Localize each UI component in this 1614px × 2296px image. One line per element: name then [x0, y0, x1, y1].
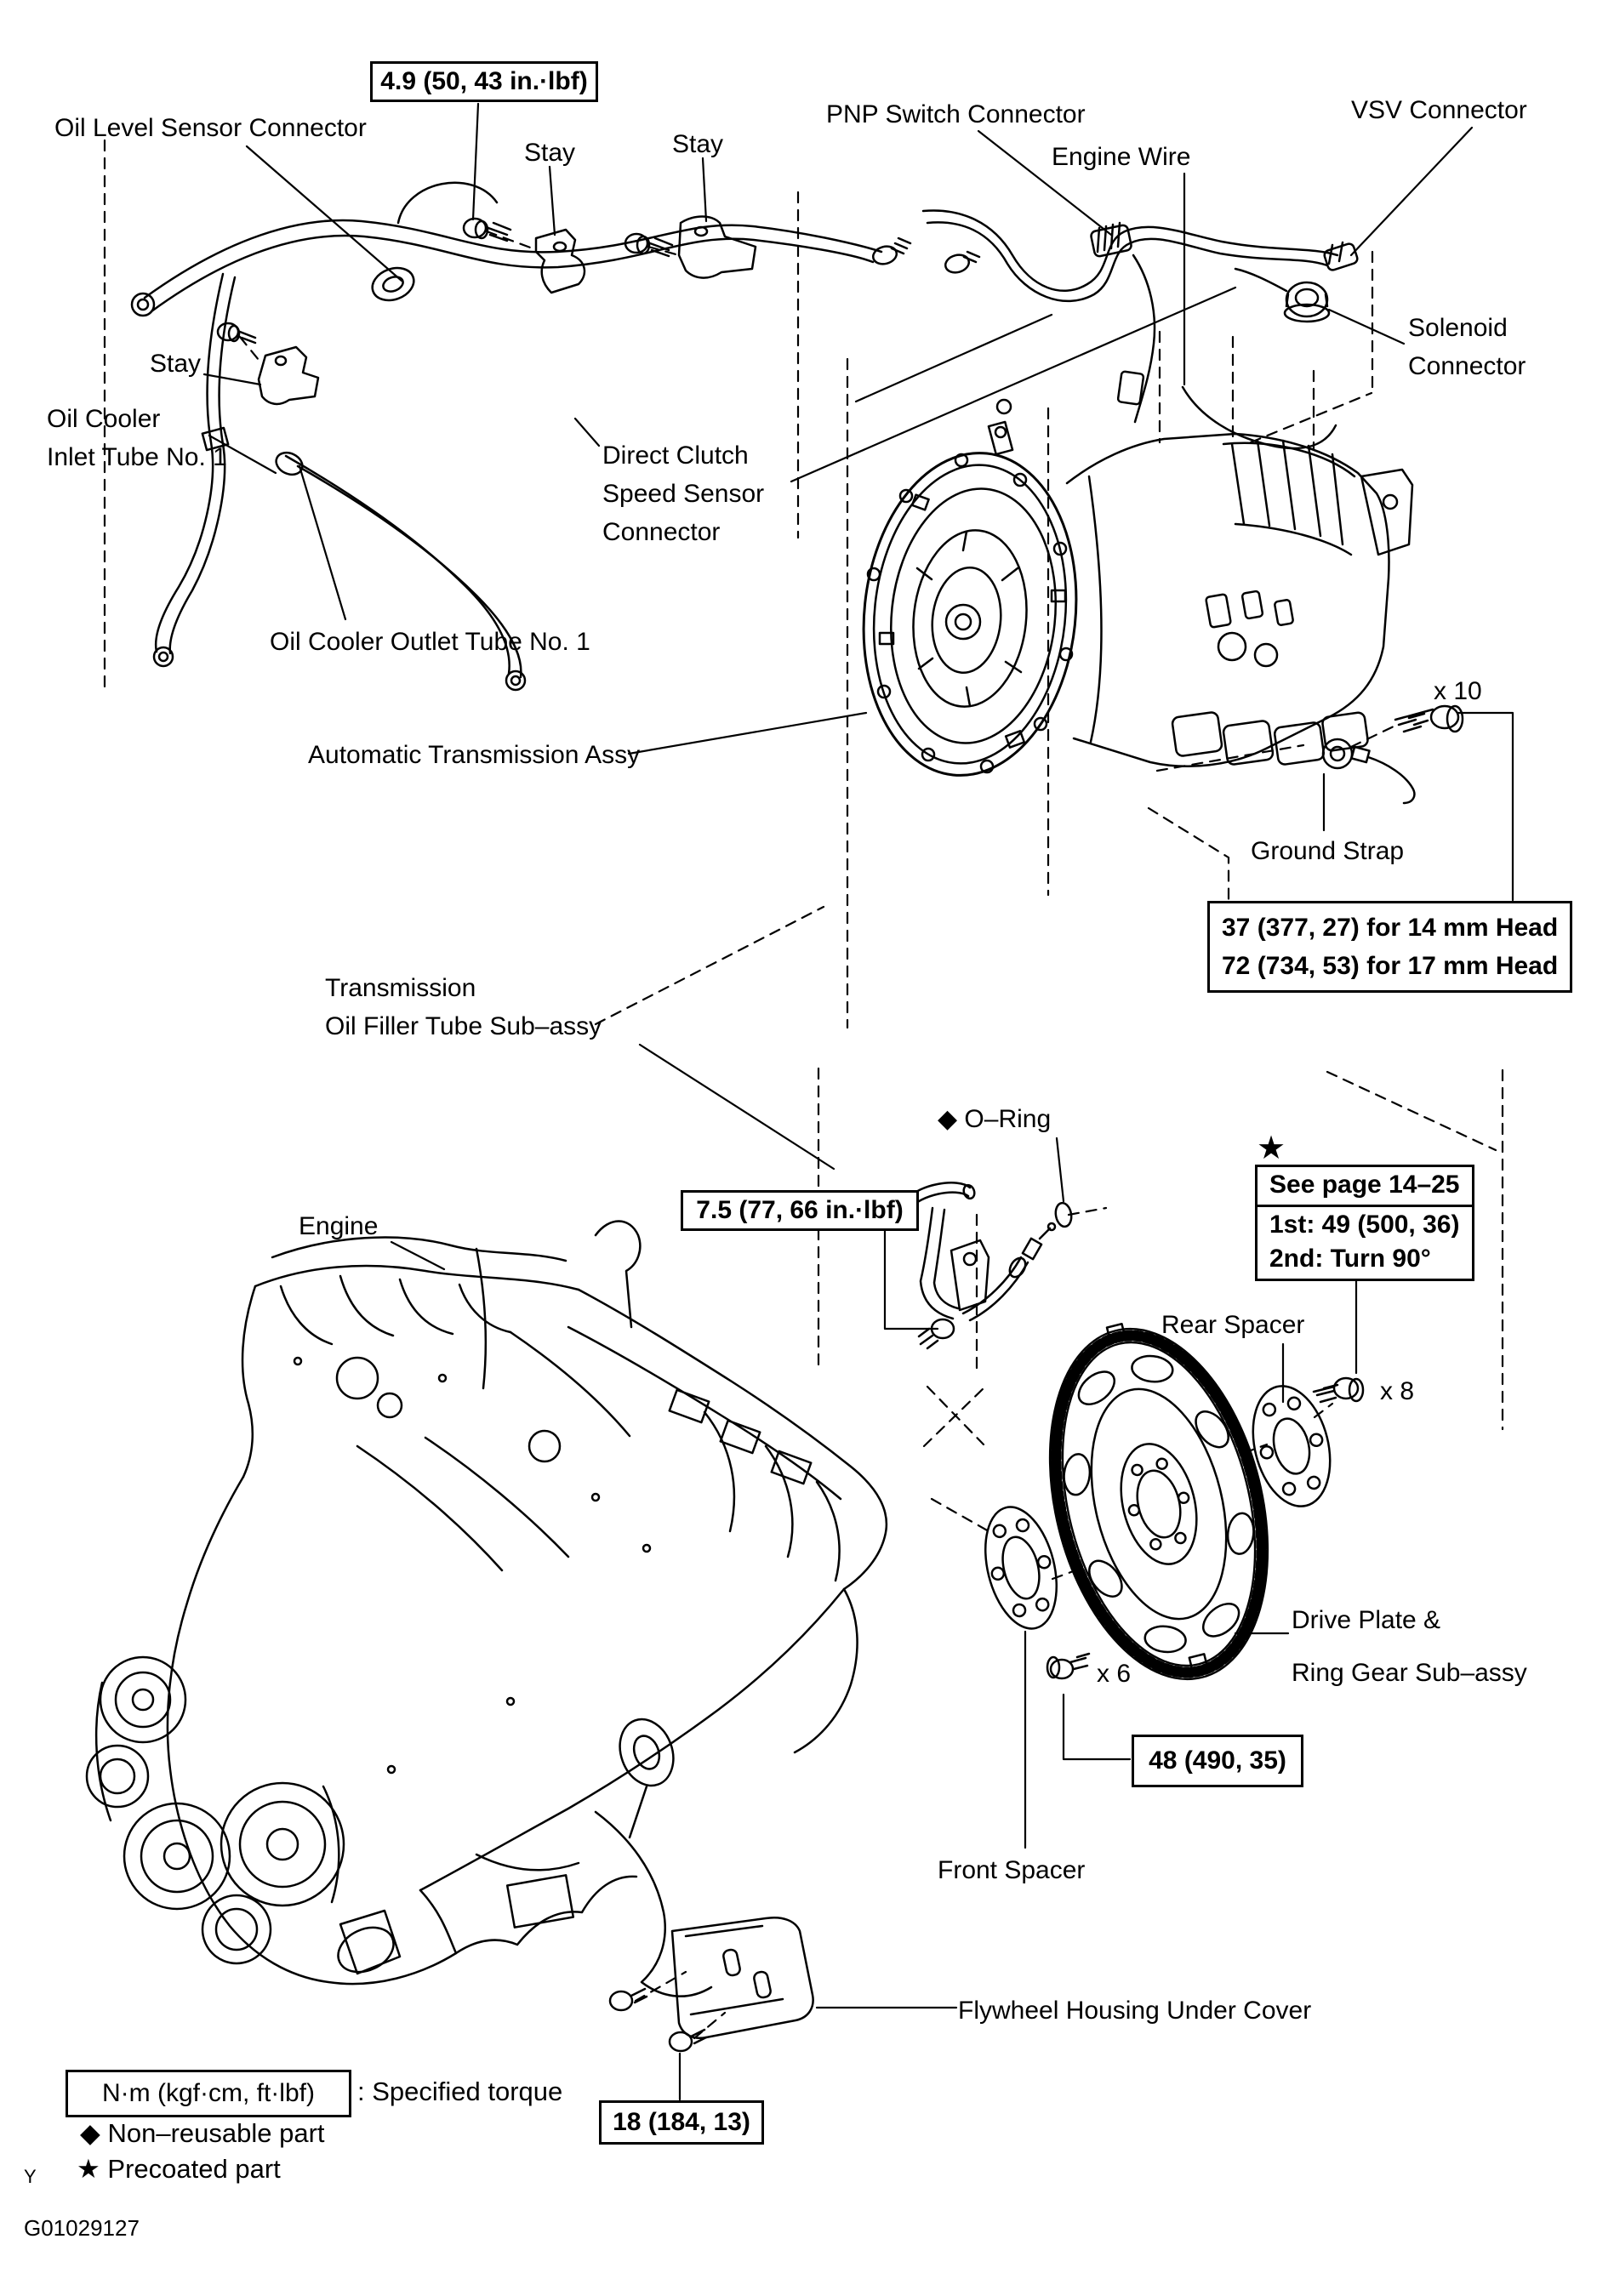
stay-bolts [216, 217, 674, 345]
diamond-icon: ◆ [938, 1105, 958, 1133]
star-icon: ★ [1257, 1131, 1286, 1166]
label-automatic-transmission-assy: Automatic Transmission Assy [308, 741, 641, 769]
oil-cooler-tubes [152, 272, 527, 692]
label-oil-level-sensor-connector: Oil Level Sensor Connector [54, 114, 367, 142]
star-icon: ★ [77, 2154, 100, 2184]
flywheel-under-cover-drawing [608, 1917, 814, 2053]
torque-drive-plate-see-page: See page 14–25 [1258, 1167, 1472, 1207]
count-front-spacer-bolts: x 6 [1097, 1660, 1132, 1688]
label-o-ring: ◆ O–Ring [938, 1100, 1051, 1138]
label-engine: Engine [299, 1212, 379, 1240]
label-o-ring-text: O–Ring [964, 1105, 1052, 1133]
engine-drawing [85, 1220, 888, 1997]
label-solenoid-connector-line2: Connector [1408, 352, 1526, 380]
stay-brackets [257, 215, 757, 406]
engine-wire-harness [130, 181, 981, 317]
drive-plate-bolt-x8 [1312, 1376, 1365, 1404]
pnp-vsv-harness [921, 209, 1359, 450]
automatic-transmission-drawing [790, 286, 1414, 777]
rear-spacer-drawing [1252, 1385, 1332, 1507]
legend-non-reusable-text: Non–reusable part [107, 2118, 325, 2148]
label-rear-spacer: Rear Spacer [1161, 1311, 1305, 1339]
label-transmission-oil-filler-tube: Transmission Oil Filler Tube Sub–assy [325, 969, 602, 1045]
page-mark: Y [24, 2166, 37, 2187]
label-direct-clutch-speed-sensor: Direct Clutch Speed Sensor Connector [602, 436, 764, 551]
label-drive-plate-line2: Ring Gear Sub–assy [1292, 1658, 1527, 1687]
ground-strap-drawing [1321, 738, 1416, 805]
o-ring-drawing [1054, 1201, 1073, 1228]
torque-transmission-17mm: 72 (734, 53) for 17 mm Head [1222, 952, 1559, 980]
label-drive-plate-line1: Drive Plate & [1292, 1606, 1441, 1634]
label-direct-clutch-line3: Connector [602, 518, 721, 546]
legend-torque-units-box: N·m (kgf·cm, ft·lbf) [66, 2070, 351, 2117]
diamond-icon: ◆ [80, 2118, 100, 2148]
legend-precoated: ★ Precoated part [77, 2154, 281, 2185]
front-spacer-bolt-x6 [1046, 1652, 1091, 1680]
label-flywheel-housing-under-cover: Flywheel Housing Under Cover [958, 1997, 1312, 2025]
label-pnp-switch-connector: PNP Switch Connector [826, 100, 1086, 128]
torque-box-under-cover-bolt: 18 (184, 13) [599, 2100, 764, 2145]
label-solenoid-connector-line1: Solenoid [1408, 314, 1508, 342]
label-engine-wire: Engine Wire [1052, 143, 1191, 171]
torque-box-stay-bolt: 4.9 (50, 43 in.·lbf) [370, 61, 598, 102]
transmission-bolt-x10 [1394, 704, 1464, 733]
label-oil-cooler-inlet-tube: Oil Cooler Inlet Tube No. 1 [47, 400, 227, 476]
label-oil-cooler-inlet-line1: Oil Cooler [47, 405, 161, 433]
label-ground-strap: Ground Strap [1251, 837, 1405, 865]
legend-precoated-text: Precoated part [107, 2154, 281, 2184]
label-direct-clutch-line1: Direct Clutch [602, 442, 749, 470]
label-oil-cooler-outlet-tube: Oil Cooler Outlet Tube No. 1 [270, 628, 590, 656]
label-vsv-connector: VSV Connector [1351, 96, 1527, 124]
front-spacer-drawing [984, 1506, 1058, 1630]
label-oil-cooler-inlet-line2: Inlet Tube No. 1 [47, 443, 227, 471]
torque-box-filler-tube-bolt: 7.5 (77, 66 in.·lbf) [681, 1190, 919, 1231]
oil-filler-tube-drawing [901, 1182, 1073, 1350]
label-solenoid-connector: Solenoid Connector [1408, 309, 1526, 385]
label-direct-clutch-line2: Speed Sensor [602, 480, 765, 508]
label-stay-3: Stay [150, 350, 202, 378]
torque-drive-plate-1st: 1st: 49 (500, 36) [1269, 1211, 1460, 1239]
count-transmission-bolts: x 10 [1434, 677, 1482, 705]
label-stay-2: Stay [672, 130, 724, 158]
torque-drive-plate-2nd: 2nd: Turn 90° [1269, 1245, 1431, 1273]
torque-box-transmission-bolts: 37 (377, 27) for 14 mm Head 72 (734, 53)… [1207, 901, 1573, 993]
legend-non-reusable: ◆ Non–reusable part [80, 2118, 325, 2149]
figure-code: G01029127 [24, 2215, 140, 2241]
torque-box-drive-plate: See page 14–25 1st: 49 (500, 36) 2nd: Tu… [1255, 1165, 1474, 1281]
count-drive-plate-bolts: x 8 [1380, 1377, 1415, 1405]
label-filler-line2: Oil Filler Tube Sub–assy [325, 1012, 602, 1040]
label-stay-1: Stay [524, 139, 576, 167]
torque-box-front-spacer-bolt: 48 (490, 35) [1132, 1735, 1303, 1787]
legend-torque-meaning: : Specified torque [357, 2077, 563, 2106]
label-filler-line1: Transmission [325, 974, 476, 1002]
leader-lines [202, 102, 1514, 2101]
label-front-spacer: Front Spacer [938, 1856, 1086, 1884]
label-drive-plate-ring-gear: Drive Plate & Ring Gear Sub–assy [1292, 1594, 1527, 1699]
torque-transmission-14mm: 37 (377, 27) for 14 mm Head [1222, 914, 1559, 942]
drive-plate-ring-gear-drawing [1048, 1322, 1269, 1681]
